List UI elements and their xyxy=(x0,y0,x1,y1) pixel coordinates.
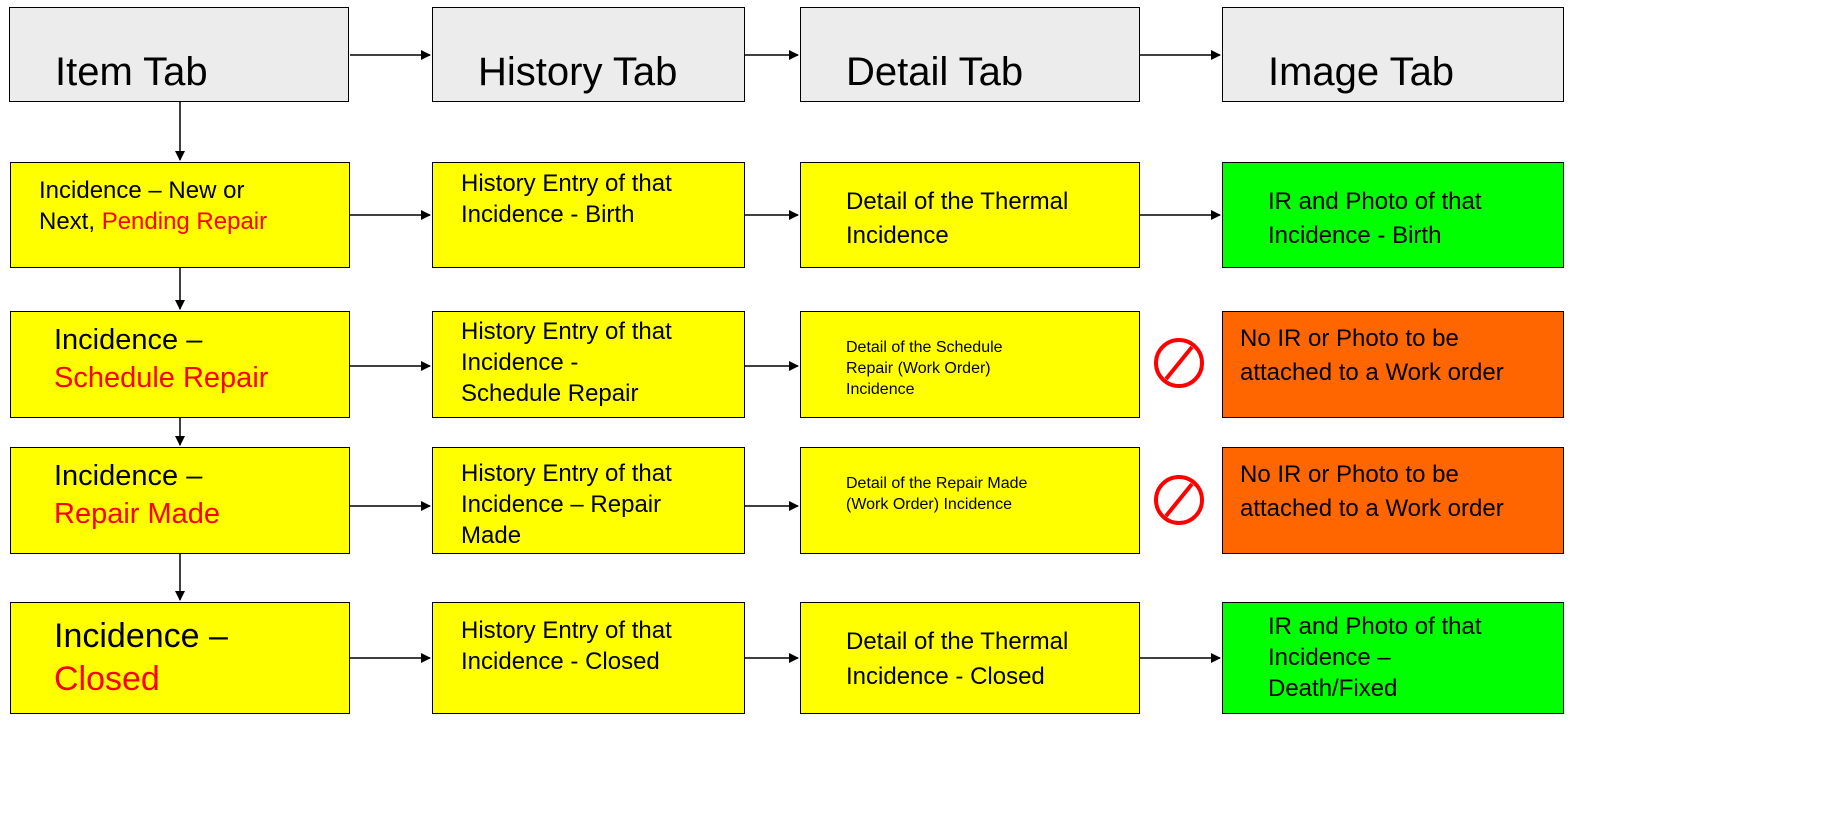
row4-history-line2: Incidence - Closed xyxy=(461,648,660,676)
row4-history-text: History Entry of that Incidence - Closed xyxy=(461,615,672,677)
row3-history-line3: Made xyxy=(461,522,522,550)
row2-item-line1: Incidence – xyxy=(54,324,203,356)
row1-image-line2: Incidence - Birth xyxy=(1268,221,1442,249)
row2-detail-line3: Incidence xyxy=(846,380,915,398)
row2-detail-line1: Detail of the Schedule xyxy=(846,339,1003,356)
row1-item-text: Incidence – New or Next, Pending Repair xyxy=(39,175,267,237)
detail-tab-label: Detail Tab xyxy=(846,50,1024,94)
row3-detail-line1: Detail of the Repair Made xyxy=(846,475,1028,492)
row1-item-line2-plain: Next, xyxy=(39,208,102,236)
row1-history-box: History Entry of that Incidence - Birth xyxy=(432,162,745,268)
row2-item-status: Schedule Repair xyxy=(54,361,269,394)
row2-detail-line2: Repair (Work Order) xyxy=(846,359,991,377)
item-tab-box: Item Tab xyxy=(9,7,349,102)
image-tab-label: Image Tab xyxy=(1268,50,1455,94)
row3-history-text: History Entry of that Incidence – Repair… xyxy=(461,458,672,552)
row2-history-line3: Schedule Repair xyxy=(461,380,639,408)
row3-history-line1: History Entry of that xyxy=(461,460,672,487)
row4-image-line3: Death/Fixed xyxy=(1268,675,1398,703)
row1-item-line1: Incidence – New or xyxy=(39,177,245,204)
item-tab-label: Item Tab xyxy=(55,50,208,94)
row4-history-line1: History Entry of that xyxy=(461,617,672,644)
row2-image-line2: attached to a Work order xyxy=(1240,358,1504,386)
row3-detail-box: Detail of the Repair Made (Work Order) I… xyxy=(800,447,1140,554)
row3-image-text: No IR or Photo to be attached to a Work … xyxy=(1240,458,1504,525)
row3-item-line1: Incidence – xyxy=(54,460,203,492)
row3-history-line2: Incidence – Repair xyxy=(461,491,662,519)
row2-image-line1: No IR or Photo to be xyxy=(1240,325,1459,352)
row3-detail-line2: (Work Order) Incidence xyxy=(846,495,1012,513)
row1-detail-line1: Detail of the Thermal xyxy=(846,188,1069,215)
row4-item-box: Incidence – Closed xyxy=(10,602,350,714)
row4-image-text: IR and Photo of that Incidence – Death/F… xyxy=(1268,611,1481,705)
row1-item-line2: Next, Pending Repair xyxy=(39,206,267,237)
row3-image-line1: No IR or Photo to be xyxy=(1240,461,1459,488)
row4-item-line1: Incidence – xyxy=(54,617,228,655)
no-symbol-icon xyxy=(1154,475,1204,525)
row1-detail-line2: Incidence xyxy=(846,221,949,249)
row4-history-box: History Entry of that Incidence - Closed xyxy=(432,602,745,714)
detail-tab-box: Detail Tab xyxy=(800,7,1140,102)
row2-history-line2: Incidence - xyxy=(461,349,579,377)
row2-history-line1: History Entry of that xyxy=(461,318,672,345)
row3-image-line2: attached to a Work order xyxy=(1240,494,1504,522)
row1-history-text: History Entry of that Incidence - Birth xyxy=(461,168,672,230)
row2-item-box: Incidence – Schedule Repair xyxy=(10,311,350,418)
row1-history-line2: Incidence - Birth xyxy=(461,201,635,229)
row4-detail-line2: Incidence - Closed xyxy=(846,662,1045,690)
row1-image-line1: IR and Photo of that xyxy=(1268,188,1482,215)
row1-item-box: Incidence – New or Next, Pending Repair xyxy=(10,162,350,268)
row1-image-box: IR and Photo of that Incidence - Birth xyxy=(1222,162,1564,268)
row4-image-line1: IR and Photo of that xyxy=(1268,613,1482,640)
row4-image-box: IR and Photo of that Incidence – Death/F… xyxy=(1222,602,1564,714)
row1-image-text: IR and Photo of that Incidence - Birth xyxy=(1268,185,1481,252)
row1-detail-text: Detail of the Thermal Incidence xyxy=(846,185,1068,252)
row3-item-box: Incidence – Repair Made xyxy=(10,447,350,554)
row2-detail-text: Detail of the Schedule Repair (Work Orde… xyxy=(846,338,1003,400)
row2-image-text: No IR or Photo to be attached to a Work … xyxy=(1240,322,1504,389)
row4-detail-text: Detail of the Thermal Incidence - Closed xyxy=(846,625,1068,695)
row1-history-line1: History Entry of that xyxy=(461,170,672,197)
row3-image-box: No IR or Photo to be attached to a Work … xyxy=(1222,447,1564,554)
row2-history-text: History Entry of that Incidence - Schedu… xyxy=(461,316,672,410)
history-tab-box: History Tab xyxy=(432,7,745,102)
row3-history-box: History Entry of that Incidence – Repair… xyxy=(432,447,745,554)
row1-detail-box: Detail of the Thermal Incidence xyxy=(800,162,1140,268)
row4-detail-line1: Detail of the Thermal xyxy=(846,628,1069,655)
row4-image-line2: Incidence – xyxy=(1268,644,1391,672)
history-tab-label: History Tab xyxy=(478,50,678,94)
row4-item-status: Closed xyxy=(54,659,160,698)
row3-detail-text: Detail of the Repair Made (Work Order) I… xyxy=(846,474,1027,516)
row2-history-box: History Entry of that Incidence - Schedu… xyxy=(432,311,745,418)
no-symbol-icon xyxy=(1154,338,1204,388)
row2-detail-box: Detail of the Schedule Repair (Work Orde… xyxy=(800,311,1140,418)
row3-item-text: Incidence – Repair Made xyxy=(54,458,220,533)
row3-item-status: Repair Made xyxy=(54,497,221,530)
row1-item-status: Pending Repair xyxy=(101,208,268,236)
row4-detail-box: Detail of the Thermal Incidence - Closed xyxy=(800,602,1140,714)
image-tab-box: Image Tab xyxy=(1222,7,1564,102)
row2-image-box: No IR or Photo to be attached to a Work … xyxy=(1222,311,1564,418)
row4-item-text: Incidence – Closed xyxy=(54,615,228,700)
row2-item-text: Incidence – Schedule Repair xyxy=(54,322,268,397)
